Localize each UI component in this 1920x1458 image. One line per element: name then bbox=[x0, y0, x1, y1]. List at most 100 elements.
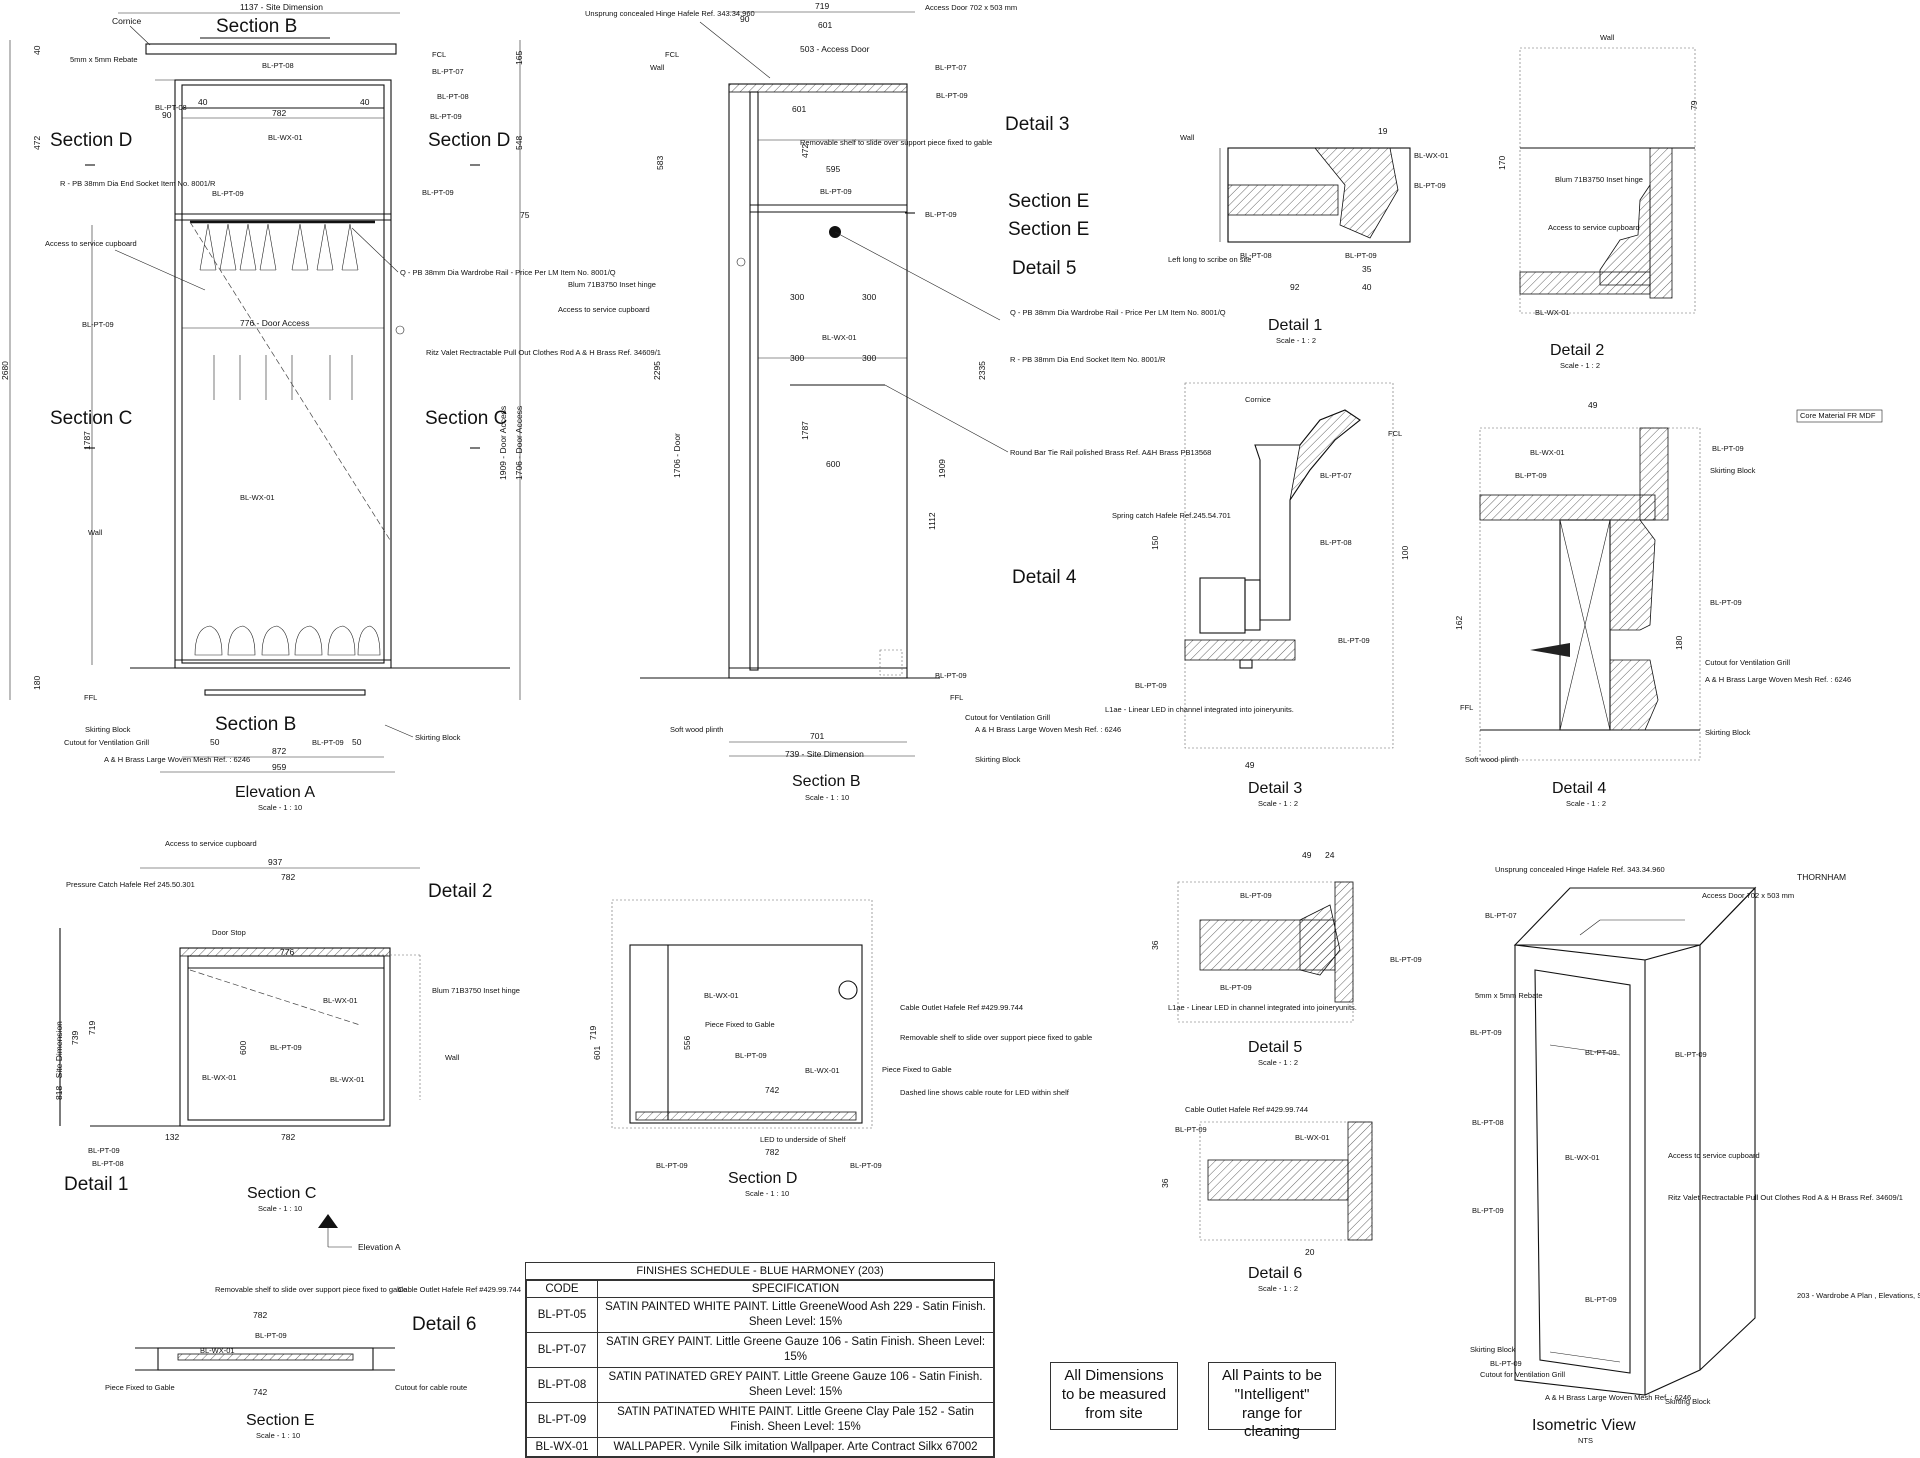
dim-d5-49: 49 bbox=[1302, 850, 1312, 860]
dim-sb-300-b: 300 bbox=[862, 292, 876, 302]
note-drawing-ref: 203 - Wardrobe A Plan , Elevations, Sect… bbox=[1797, 1291, 1920, 1300]
dim-90: 90 bbox=[162, 110, 172, 120]
note-se-shelf: Removable shelf to slide over support pi… bbox=[215, 1285, 407, 1294]
note-cutout-a: Cutout for Ventilation Grill bbox=[64, 738, 149, 747]
tag-iso-pt09-b: BL-PT-09 bbox=[1585, 1048, 1617, 1057]
dim-sc-818: 818 - Site Dimension bbox=[54, 1021, 64, 1100]
title-isometric: Isometric View bbox=[1532, 1417, 1636, 1434]
note-sc-access: Access to service cupboard bbox=[165, 839, 257, 848]
dim-sb-719: 719 bbox=[815, 1, 829, 11]
title-section-c: Section C bbox=[247, 1185, 316, 1202]
note-sb-blum: Blum 71B3750 Inset hinge bbox=[568, 280, 656, 289]
dim-site-width: 1137 - Site Dimension bbox=[240, 2, 323, 12]
note-iso-skirting: Skirting Block bbox=[1470, 1345, 1516, 1354]
note-sc-blum: Blum 71B3750 Inset hinge bbox=[432, 986, 520, 995]
tag-sb-pt07: BL-PT-07 bbox=[935, 63, 967, 72]
scale-isometric: NTS bbox=[1578, 1436, 1593, 1445]
dim-d2-79: 79 bbox=[1689, 100, 1699, 110]
callout-section-c-left: Section C bbox=[50, 408, 132, 429]
dim-sb-300-d: 300 bbox=[862, 353, 876, 363]
callout-elevation-a: Elevation A bbox=[358, 1242, 401, 1252]
title-section-d: Section D bbox=[728, 1170, 797, 1187]
dim-sb-739: 739 - Site Dimension bbox=[785, 749, 864, 759]
tag-d1-pt09-b: BL-PT-09 bbox=[1345, 251, 1377, 260]
tag-d3-fcl: FCL bbox=[1388, 429, 1402, 438]
tag-d5-pt09-b: BL-PT-09 bbox=[1390, 955, 1422, 964]
tag-pt09-b: BL-PT-09 bbox=[422, 188, 454, 197]
note-iso-access: Access to service cupboard bbox=[1668, 1151, 1760, 1160]
tag-pt08-b: BL-PT-08 bbox=[437, 92, 469, 101]
scale-detail-4: Scale - 1 : 2 bbox=[1566, 799, 1606, 808]
tag-sc-wx01-a: BL-WX-01 bbox=[323, 996, 358, 1005]
callout-section-b-bottom: Section B bbox=[215, 714, 296, 735]
tag-sd-pt09-c: BL-PT-09 bbox=[850, 1161, 882, 1170]
tag-sd-pt09-a: BL-PT-09 bbox=[735, 1051, 767, 1060]
dim-sd-782: 782 bbox=[765, 1147, 779, 1157]
note-skirting-b: Skirting Block bbox=[415, 733, 461, 742]
tag-sc-pt09: BL-PT-09 bbox=[270, 1043, 302, 1052]
tag-wx01-a: BL-WX-01 bbox=[268, 133, 303, 142]
schedule-header-spec: SPECIFICATION bbox=[597, 1280, 994, 1298]
note-sb-removable-shelf: Removable shelf to slide over support pi… bbox=[800, 138, 992, 147]
note-iso-access-door: Access Door 702 x 503 mm bbox=[1702, 891, 1794, 900]
tag-pt07-a: BL-PT-07 bbox=[432, 67, 464, 76]
note-d2-access: Access to service cupboard bbox=[1548, 223, 1640, 232]
finishes-schedule: FINISHES SCHEDULE - BLUE HARMONEY (203) … bbox=[525, 1262, 995, 1458]
scale-detail-6: Scale - 1 : 2 bbox=[1258, 1284, 1298, 1293]
table-row: BL-PT-09 SATIN PATINATED WHITE PAINT. Li… bbox=[526, 1401, 994, 1438]
note-sb-round-bar: Round Bar Tie Rail polished Brass Ref. A… bbox=[1010, 448, 1211, 457]
dimensions-note-box: All Dimensions to be measured from site bbox=[1050, 1362, 1178, 1430]
hangers-group bbox=[199, 223, 359, 400]
tag-pt09-d: BL-PT-09 bbox=[82, 320, 114, 329]
note-access-service-a: Access to service cupboard bbox=[45, 239, 137, 248]
dim-sc-600: 600 bbox=[238, 1041, 248, 1055]
schedule-code: BL-WX-01 bbox=[526, 1436, 598, 1458]
note-sd-piece: Piece Fixed to Gable bbox=[705, 1020, 775, 1029]
tag-sb-wx01: BL-WX-01 bbox=[822, 333, 857, 342]
dim-sb-601: 601 bbox=[792, 104, 806, 114]
title-section-b: Section B bbox=[792, 773, 860, 790]
tag-pt09-a: BL-PT-09 bbox=[430, 112, 462, 121]
dim-sb-300-c: 300 bbox=[790, 353, 804, 363]
tag-d4-pt09-a: BL-PT-09 bbox=[1515, 471, 1547, 480]
scale-section-d: Scale - 1 : 10 bbox=[745, 1189, 789, 1198]
title-section-e: Section E bbox=[246, 1412, 314, 1429]
dim-d3-100: 100 bbox=[1400, 546, 1410, 560]
note-se-cutout: Cutout for cable route bbox=[395, 1383, 467, 1392]
note-sd-cable: Cable Outlet Hafele Ref #429.99.744 bbox=[900, 1003, 1023, 1012]
schedule-header-code: CODE bbox=[526, 1280, 598, 1298]
tag-iso-wx01: BL-WX-01 bbox=[1565, 1153, 1600, 1162]
tag-iso-pt08: BL-PT-08 bbox=[1472, 1118, 1504, 1127]
tag-d4-ffl: FFL bbox=[1460, 703, 1473, 712]
tag-d3-pt09-b: BL-PT-09 bbox=[1135, 681, 1167, 690]
tag-d5-pt09-a: BL-PT-09 bbox=[1240, 891, 1272, 900]
note-d4-mesh: A & H Brass Large Woven Mesh Ref. : 6246 bbox=[1705, 675, 1851, 684]
tag-wx01-b: BL-WX-01 bbox=[240, 493, 275, 502]
dim-d3-150: 150 bbox=[1150, 536, 1160, 550]
tag-sc-pt09-b: BL-PT-09 bbox=[88, 1146, 120, 1155]
detail-2-view: 79 170 Wall Blum 71B3750 Inset hinge Acc… bbox=[1497, 33, 1699, 370]
tag-pt08-c: BL-PT-08 bbox=[155, 103, 187, 112]
dim-sc-782: 782 bbox=[281, 872, 295, 882]
dim-sc-132: 132 bbox=[165, 1132, 179, 1142]
tag-sc-pt08: BL-PT-08 bbox=[92, 1159, 124, 1168]
dim-472: 472 bbox=[32, 136, 42, 150]
scale-detail-3: Scale - 1 : 2 bbox=[1258, 799, 1298, 808]
tag-se-pt09: BL-PT-09 bbox=[255, 1331, 287, 1340]
dim-sb-601-top: 601 bbox=[818, 20, 832, 30]
note-wardrobe-rail-a: Q - PB 38mm Dia Wardrobe Rail - Price Pe… bbox=[400, 268, 616, 277]
note-sd-piece-b: Piece Fixed to Gable bbox=[882, 1065, 952, 1074]
dim-sb-2295: 2295 bbox=[652, 361, 662, 380]
schedule-spec: SATIN PAINTED WHITE PAINT. Little Greene… bbox=[597, 1297, 994, 1333]
dim-sd-601: 601 bbox=[592, 1046, 602, 1060]
callout-detail-5: Detail 5 bbox=[1012, 258, 1076, 279]
schedule-table: CODE SPECIFICATION BL-PT-05 SATIN PAINTE… bbox=[526, 1280, 994, 1458]
shoes-group bbox=[194, 625, 381, 656]
tag-sb-pt09-c: BL-PT-09 bbox=[925, 210, 957, 219]
note-sc-door-stop: Door Stop bbox=[212, 928, 246, 937]
dim-sb-595: 595 bbox=[826, 164, 840, 174]
tag-sb-pt09-d: BL-PT-09 bbox=[935, 671, 967, 680]
dim-d1-35: 35 bbox=[1362, 264, 1372, 274]
tag-sc-wx01-c: BL-WX-01 bbox=[330, 1075, 365, 1084]
